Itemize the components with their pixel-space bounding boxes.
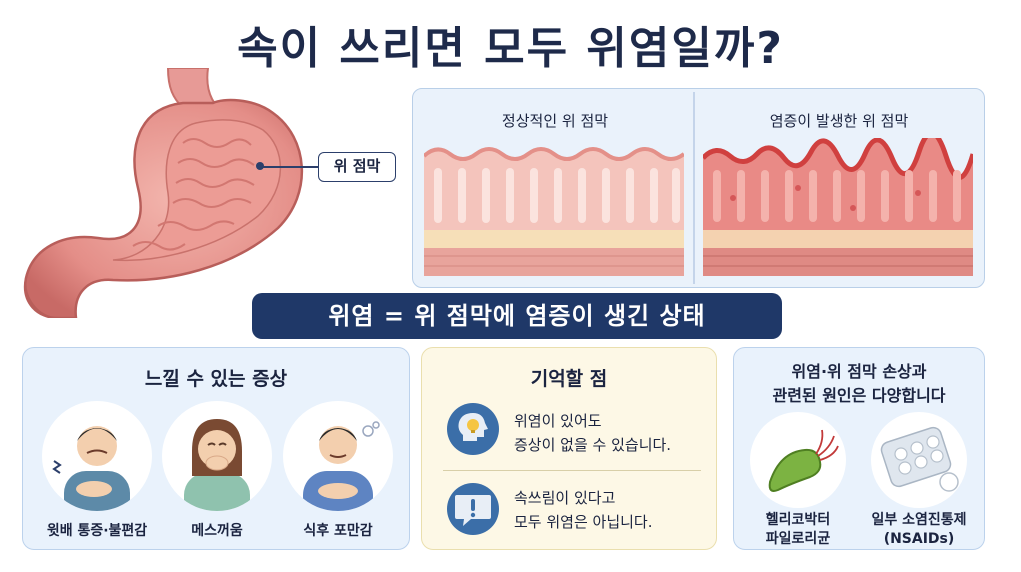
pill-blister-icon bbox=[880, 426, 959, 492]
normal-mucosa-label: 정상적인 위 점막 bbox=[501, 112, 609, 130]
nausea-icon bbox=[184, 419, 250, 511]
causes-label-nsaids: 일부 소염진통제 (NSAIDs) bbox=[856, 511, 982, 549]
causes-label-bacteria: 헬리코박터 파일로리균 bbox=[735, 511, 861, 549]
exclamation-bubble-icon bbox=[447, 483, 499, 535]
causes-title-line2: 관련된 원인은 다양합니다 bbox=[772, 386, 946, 405]
stomach-pain-icon bbox=[52, 426, 130, 511]
panel-divider bbox=[693, 92, 695, 284]
symptoms-item-stomach-pain bbox=[42, 401, 152, 511]
symptoms-item-nausea bbox=[162, 401, 272, 511]
causes-label-bacteria-line2: 파일로리균 bbox=[765, 531, 831, 547]
symptoms-item-fullness bbox=[283, 401, 393, 511]
remember-separator bbox=[443, 470, 701, 471]
lightbulb-head-icon bbox=[447, 403, 499, 455]
inflamed-mucosa-cross-section bbox=[703, 138, 973, 276]
fullness-icon bbox=[303, 421, 380, 511]
remember-point-2-line2: 모두 위염은 아닙니다. bbox=[514, 513, 653, 531]
remember-point-2-line1: 속쓰림이 있다고 bbox=[514, 489, 616, 507]
symptoms-label-fullness: 식후 포만감 bbox=[303, 523, 373, 539]
definition-banner: 위염 = 위 점막에 염증이 생긴 상태 bbox=[252, 293, 782, 339]
causes-title: 위염·위 점막 손상과 관련된 원인은 다양합니다 bbox=[733, 360, 985, 408]
symptoms-label-stomach-pain: 윗배 통증·불편감 bbox=[46, 523, 148, 539]
stomach-mucosa-callout: 위 점막 bbox=[318, 152, 396, 182]
remember-point-1: 위염이 있어도 증상이 없을 수 있습니다. bbox=[514, 409, 714, 457]
inflamed-mucosa-label: 염증이 발생한 위 점막 bbox=[769, 112, 909, 130]
remember-point-1-line1: 위염이 있어도 bbox=[514, 412, 602, 430]
stomach-illustration bbox=[23, 68, 304, 318]
causes-label-nsaids-line2: (NSAIDs) bbox=[883, 531, 955, 547]
remember-point-1-line2: 증상이 없을 수 있습니다. bbox=[514, 436, 672, 454]
page-title: 속이 쓰리면 모두 위염일까? bbox=[237, 23, 784, 74]
causes-item-bacteria bbox=[750, 412, 846, 508]
causes-item-nsaids bbox=[871, 412, 967, 508]
causes-label-bacteria-line1: 헬리코박터 bbox=[765, 512, 831, 528]
bacteria-icon bbox=[768, 429, 839, 492]
callout-line bbox=[262, 166, 320, 168]
normal-mucosa-cross-section bbox=[424, 138, 684, 276]
remember-point-2: 속쓰림이 있다고 모두 위염은 아닙니다. bbox=[514, 486, 714, 534]
causes-title-line1: 위염·위 점막 손상과 bbox=[791, 362, 927, 381]
symptoms-label-nausea: 메스꺼움 bbox=[191, 523, 243, 539]
remember-title: 기억할 점 bbox=[530, 368, 608, 390]
symptoms-title: 느낄 수 있는 증상 bbox=[144, 368, 288, 390]
causes-label-nsaids-line1: 일부 소염진통제 bbox=[871, 512, 967, 528]
